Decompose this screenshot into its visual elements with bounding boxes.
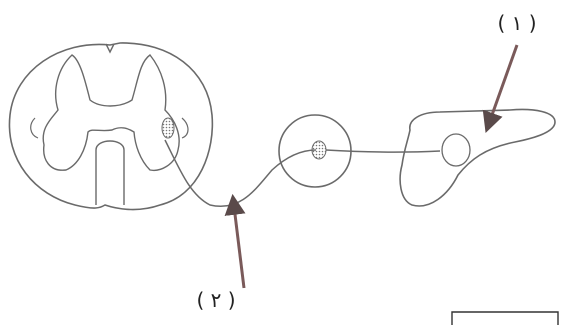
spinal-cord-outline [8,42,214,211]
nerve-fiber-2 [325,149,441,153]
ganglion-cell-body [311,140,327,160]
effector-organ [399,108,556,207]
effector-cell [441,133,471,167]
pointer-arrow-2 [224,193,246,289]
lateral-horn-right [181,117,189,139]
effector-organ-outline [399,108,556,207]
grey-matter [42,54,180,172]
answer-box [451,311,559,325]
pointer-arrow-1 [482,44,519,133]
lateral-horn-left [30,117,39,139]
label-2: ( ٢ ) [196,288,235,312]
dorsal-notch [105,43,115,54]
nerve-fiber-1 [164,139,317,208]
label-1: ( ١ ) [497,11,536,35]
interneuron-cell-body [161,117,175,139]
ventral-fissure [95,140,125,205]
spinal-cord-cross-section [8,42,214,211]
